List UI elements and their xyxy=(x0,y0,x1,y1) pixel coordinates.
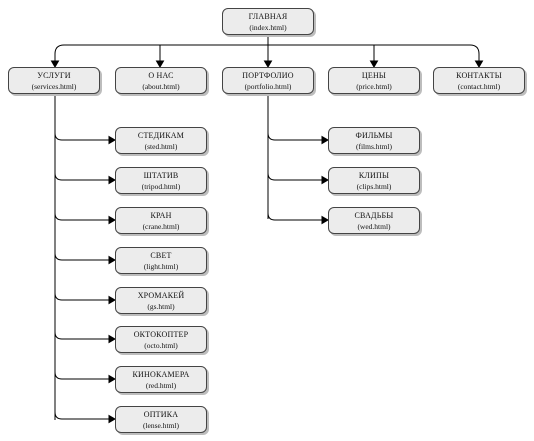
node-title: ШТАТИВ xyxy=(143,170,179,180)
arrowhead xyxy=(474,60,484,68)
arrowhead xyxy=(108,255,116,265)
node-title: ГЛАВНАЯ xyxy=(248,11,288,21)
arrowhead xyxy=(108,215,116,225)
node-title: ФИЛЬМЫ xyxy=(355,130,393,140)
node-title: ПОРТФОЛИО xyxy=(242,70,294,80)
arrowhead xyxy=(108,295,116,305)
node-title: СТЕДИКАМ xyxy=(137,130,185,140)
node-file: (clips.html) xyxy=(356,181,392,191)
connector xyxy=(54,411,114,420)
node-file: (wed.html) xyxy=(357,221,391,231)
arrowhead xyxy=(108,374,116,384)
node-title: КОНТАКТЫ xyxy=(456,70,502,80)
node-file: (portfolio.html) xyxy=(244,81,292,91)
arrowhead xyxy=(263,60,273,68)
node-title: ОПТИКА xyxy=(143,409,179,419)
node-steadicam: СТЕДИКАМ (sted.html) xyxy=(115,127,207,154)
arrowhead xyxy=(108,175,116,185)
node-about: О НАС (about.html) xyxy=(115,67,207,94)
arrowhead xyxy=(321,215,329,225)
node-title: КИНОКАМЕРА xyxy=(132,369,190,379)
node-weddings: СВАДЬБЫ (wed.html) xyxy=(328,207,420,234)
node-title: О НАС xyxy=(148,70,174,80)
connector xyxy=(267,212,327,221)
connector xyxy=(54,331,114,340)
arrowhead xyxy=(108,135,116,145)
node-file: (services.html) xyxy=(31,81,77,91)
node-contacts: КОНТАКТЫ (contact.html) xyxy=(433,67,525,94)
node-file: (red.html) xyxy=(145,380,177,390)
node-chromakey: ХРОМАКЕЙ (gs.html) xyxy=(115,287,207,314)
node-title: КЛИПЫ xyxy=(358,170,390,180)
node-title: СВЕТ xyxy=(150,250,172,260)
node-title: ОКТОКОПТЕР xyxy=(133,329,189,339)
arrowhead xyxy=(369,60,379,68)
arrowhead xyxy=(50,60,60,68)
node-optics: ОПТИКА (lense.html) xyxy=(115,406,207,433)
node-file: (octo.html) xyxy=(144,340,178,350)
arrowhead xyxy=(321,135,329,145)
node-file: (gs.html) xyxy=(147,301,175,311)
connector xyxy=(54,212,114,221)
node-file: (light.html) xyxy=(143,261,179,271)
node-title: КРАН xyxy=(150,210,172,220)
node-price: ЦЕНЫ (price.html) xyxy=(328,67,420,94)
node-portfolio: ПОРТФОЛИО (portfolio.html) xyxy=(222,67,314,94)
node-file: (contact.html) xyxy=(457,81,501,91)
node-file: (lense.html) xyxy=(142,420,180,430)
node-crane: КРАН (crane.html) xyxy=(115,207,207,234)
connector xyxy=(54,252,114,261)
node-home: ГЛАВНАЯ (index.html) xyxy=(222,8,314,35)
node-file: (index.html) xyxy=(249,22,287,32)
connector xyxy=(54,292,114,301)
arrowhead xyxy=(108,414,116,424)
node-films: ФИЛЬМЫ (films.html) xyxy=(328,127,420,154)
node-file: (about.html) xyxy=(142,81,180,91)
node-cinecamera: КИНОКАМЕРА (red.html) xyxy=(115,366,207,393)
node-file: (price.html) xyxy=(356,81,392,91)
node-title: СВАДЬБЫ xyxy=(354,210,394,220)
node-light: СВЕТ (light.html) xyxy=(115,247,207,274)
node-file: (tripod.html) xyxy=(141,181,181,191)
connector xyxy=(54,172,114,181)
arrowhead xyxy=(321,175,329,185)
node-services: УСЛУГИ (services.html) xyxy=(8,67,100,94)
connector xyxy=(54,371,114,380)
arrowhead xyxy=(155,60,165,68)
connector xyxy=(54,44,480,55)
node-octocopter: ОКТОКОПТЕР (octo.html) xyxy=(115,326,207,353)
arrowhead xyxy=(108,334,116,344)
node-file: (sted.html) xyxy=(144,141,178,151)
node-tripod: ШТАТИВ (tripod.html) xyxy=(115,167,207,194)
node-title: УСЛУГИ xyxy=(37,70,71,80)
node-title: ХРОМАКЕЙ xyxy=(137,290,185,300)
node-clips: КЛИПЫ (clips.html) xyxy=(328,167,420,194)
connector xyxy=(267,132,327,141)
node-file: (films.html) xyxy=(355,141,393,151)
node-title: ЦЕНЫ xyxy=(361,70,387,80)
connector xyxy=(267,172,327,181)
node-file: (crane.html) xyxy=(142,221,180,231)
connector xyxy=(54,132,114,141)
